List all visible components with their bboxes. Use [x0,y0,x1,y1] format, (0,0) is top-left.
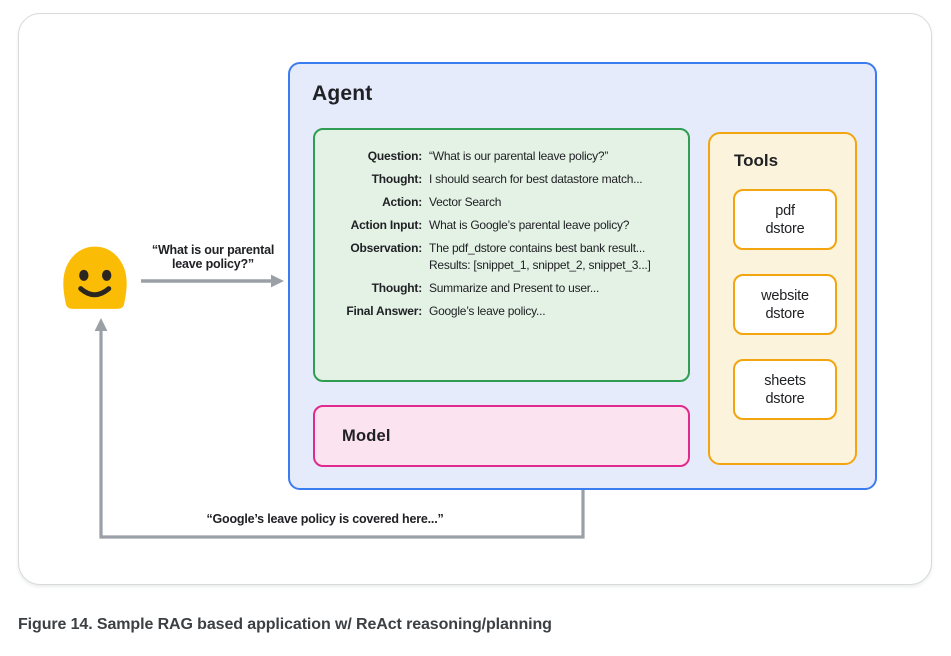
scratchpad-row-final-answer: Final Answer: Google’s leave policy... [321,303,680,320]
row-value: What is Google’s parental leave policy? [429,218,630,232]
tool-item-line1: pdf [775,202,795,219]
scratchpad-row-thought-2: Thought: Summarize and Present to user..… [321,280,680,297]
row-value: Google’s leave policy... [429,304,546,318]
react-scratchpad: Question: “What is our parental leave po… [313,128,690,382]
tool-item-website-dstore: website dstore [733,274,837,335]
figure-caption: Figure 14. Sample RAG based application … [18,616,552,633]
row-label: Action: [382,195,422,209]
tool-item-line2: dstore [765,305,805,322]
row-label: Thought: [371,172,423,186]
tool-item-sheets-dstore: sheets dstore [733,359,837,420]
scratchpad-row-observation: Observation: The pdf_dstore contains bes… [321,240,680,274]
scratchpad-row-question: Question: “What is our parental leave po… [321,148,680,165]
row-label: Thought: [371,281,423,295]
tool-item-line2: dstore [765,390,805,407]
row-label: Final Answer: [346,304,422,318]
tool-item-line2: dstore [765,220,805,237]
scratchpad-row-action-input: Action Input: What is Google’s parental … [321,217,680,234]
scratchpad-row-thought-1: Thought: I should search for best datast… [321,171,680,188]
tools-box: Tools pdf dstore website dstore sheets d… [708,132,857,465]
tool-item-pdf-dstore: pdf dstore [733,189,837,250]
row-label: Observation: [350,241,422,255]
user-smiley-icon [63,246,127,309]
observation-line-1: The pdf_dstore contains best bank result… [429,241,646,255]
row-value: “What is our parental leave policy?” [429,149,609,163]
tools-title: Tools [734,151,779,170]
row-label: Question: [367,149,422,163]
row-value: I should search for best datastore match… [429,172,643,186]
model-label: Model [342,426,391,445]
model-box: Model [313,405,690,467]
scratchpad-row-action: Action: Vector Search [321,194,680,211]
row-value: Summarize and Present to user... [429,281,600,295]
tool-item-line1: website [761,287,809,304]
agent-title: Agent [312,82,373,105]
row-value: Vector Search [429,195,502,209]
row-value: The pdf_dstore contains best bank result… [429,240,651,274]
row-label: Action Input: [350,218,423,232]
observation-line-2: Results: [snippet_1, snippet_2, snippet_… [429,258,651,272]
tool-item-line1: sheets [764,372,806,389]
agent-response-label: “Google’s leave policy is covered here..… [206,512,444,526]
user-query-label: “What is our parental leave policy?” [151,243,275,271]
